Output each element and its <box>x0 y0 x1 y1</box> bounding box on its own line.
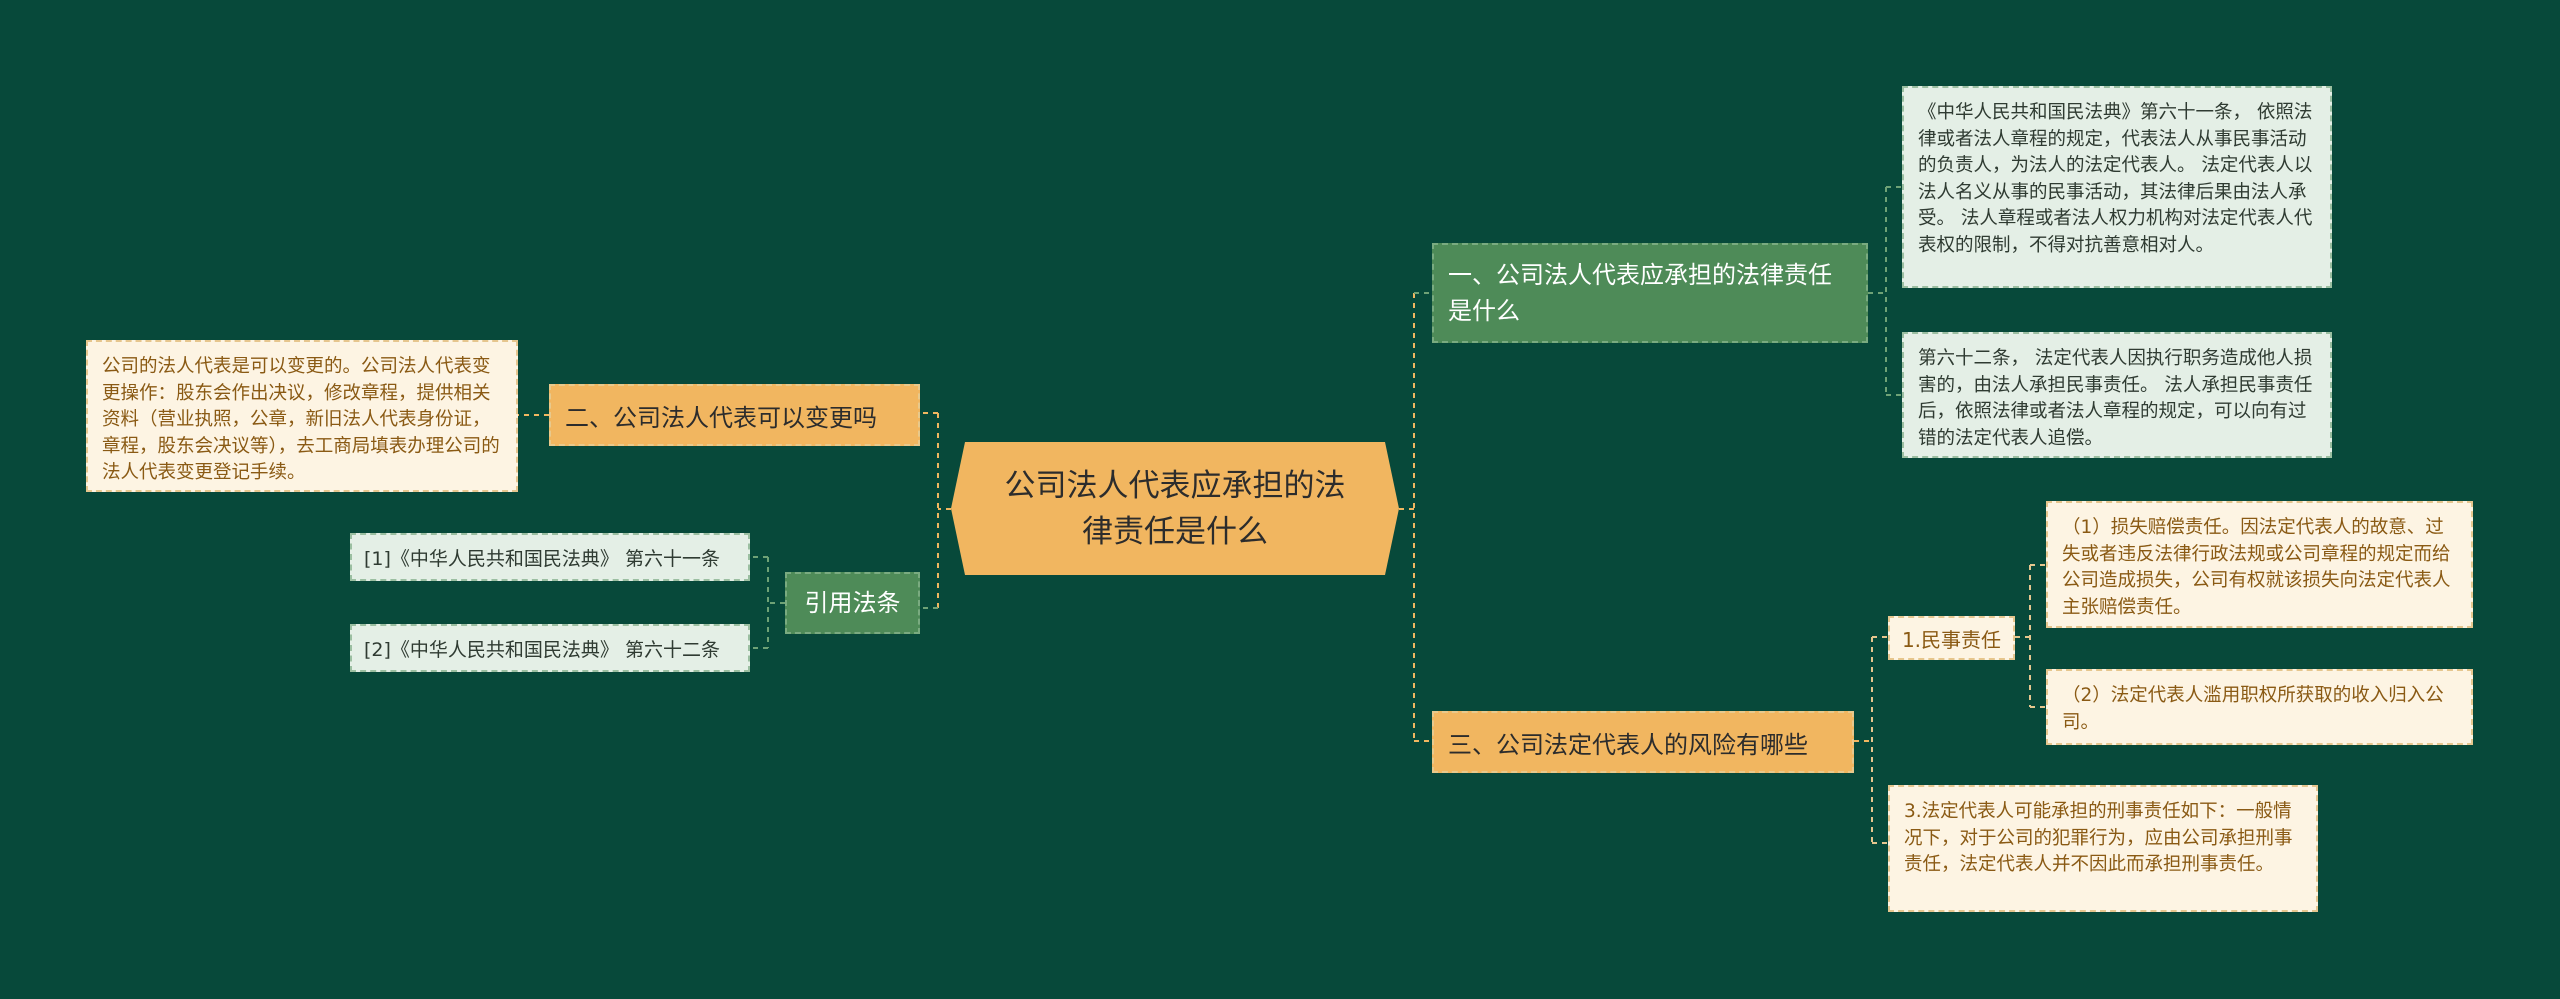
branch-change-representative[interactable]: 二、公司法人代表可以变更吗 <box>549 384 920 446</box>
branch-legal-liability[interactable]: 一、公司法人代表应承担的法律责任是什么 <box>1432 243 1868 343</box>
law-reference-2[interactable]: [2]《中华人民共和国民法典》 第六十二条 <box>350 624 750 672</box>
branch-representative-risks[interactable]: 三、公司法定代表人的风险有哪些 <box>1432 711 1854 773</box>
civil-liability-item-1[interactable]: （1）损失赔偿责任。因法定代表人的故意、过失或者违反法律行政法规或公司章程的规定… <box>2046 501 2473 628</box>
root-topic[interactable]: 公司法人代表应承担的法律责任是什么 <box>951 442 1399 575</box>
branch-cited-laws[interactable]: 引用法条 <box>785 572 920 634</box>
change-representative-detail[interactable]: 公司的法人代表是可以变更的。公司法人代表变更操作：股东会作出决议，修改章程，提供… <box>86 340 518 492</box>
civil-liability-node[interactable]: 1.民事责任 <box>1888 616 2015 660</box>
article-61-text[interactable]: 《中华人民共和国民法典》第六十一条， 依照法律或者法人章程的规定，代表法人从事民… <box>1902 86 2332 288</box>
law-reference-1[interactable]: [1]《中华人民共和国民法典》 第六十一条 <box>350 533 750 581</box>
article-62-text[interactable]: 第六十二条， 法定代表人因执行职务造成他人损害的，由法人承担民事责任。 法人承担… <box>1902 332 2332 458</box>
civil-liability-item-2[interactable]: （2）法定代表人滥用职权所获取的收入归入公司。 <box>2046 669 2473 745</box>
criminal-liability-node[interactable]: 3.法定代表人可能承担的刑事责任如下：一般情况下，对于公司的犯罪行为，应由公司承… <box>1888 785 2318 912</box>
